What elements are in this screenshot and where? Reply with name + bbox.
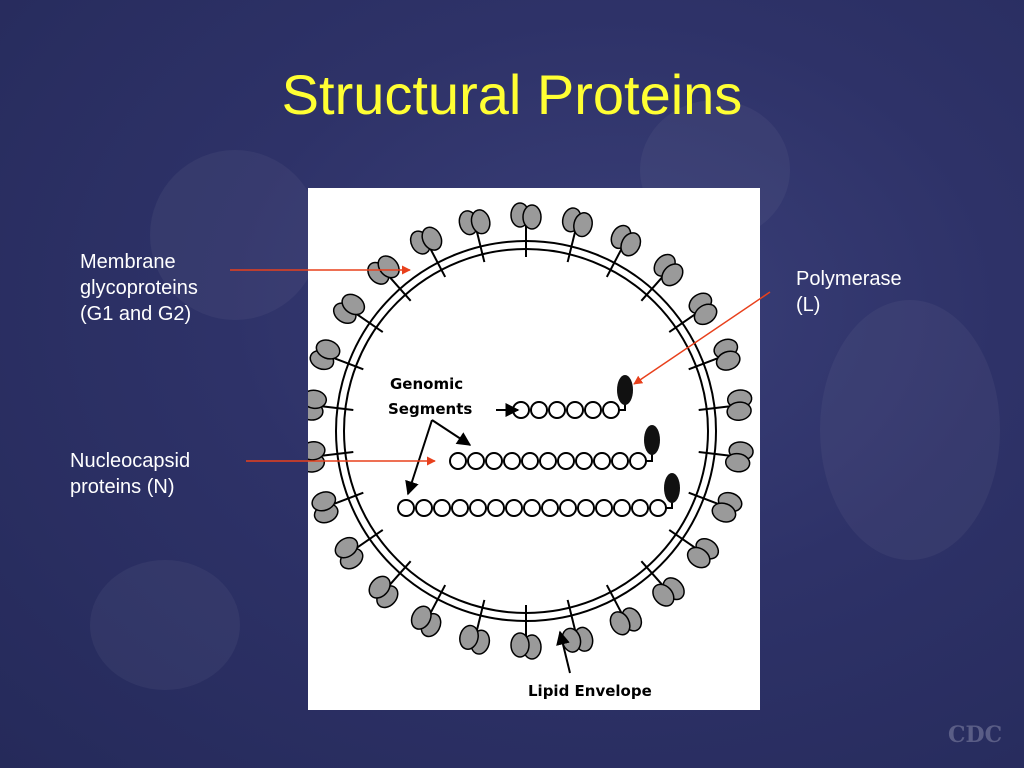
nucleocapsid-bead xyxy=(541,499,559,517)
glycoprotein-spike xyxy=(367,255,412,302)
glycoprotein-spike xyxy=(332,293,384,333)
membrane-label-line-3: (G1 and G2) xyxy=(80,303,192,325)
glycoprotein-spike xyxy=(640,560,685,607)
nucleocapsid-bead xyxy=(584,401,602,419)
nucleocapsid-bead xyxy=(631,499,649,517)
nucleocapsid-bead xyxy=(449,452,467,470)
polymerase-label: Polymerase (L) xyxy=(796,266,902,318)
nucleocapsid-bead xyxy=(649,499,667,517)
nucleocapsid-bead xyxy=(469,499,487,517)
nucleocapsid-bead xyxy=(503,452,521,470)
nucleocapsid-bead xyxy=(415,499,433,517)
nucleocapsid-bead xyxy=(602,401,620,419)
glycoprotein-spike xyxy=(698,389,753,421)
glycoprotein-spike xyxy=(510,605,542,660)
glycoprotein-spike xyxy=(410,584,447,638)
nucleocapsid-bead xyxy=(559,499,577,517)
background-virion-1 xyxy=(150,150,320,320)
glycoprotein-spike xyxy=(561,207,593,263)
glycoprotein-spike xyxy=(311,491,364,524)
genomic-arrow-2 xyxy=(431,419,472,446)
lipid-envelope-arrow xyxy=(556,630,571,674)
genomic-arrow-3 xyxy=(405,419,433,496)
background-virion-4 xyxy=(90,560,240,690)
nucleocapsid-bead xyxy=(397,499,415,517)
glycoprotein-spike xyxy=(668,529,720,569)
glycoprotein-spike xyxy=(561,599,594,653)
nucleocapsid-bead xyxy=(485,452,503,470)
lipid-envelope-outer xyxy=(335,240,717,622)
membrane-glycoproteins-label: Membrane glycoproteins (G1 and G2) xyxy=(80,249,198,327)
background-virion-3 xyxy=(820,300,1000,560)
nucleocapsid-bead xyxy=(629,452,647,470)
nucleocapsid-bead xyxy=(433,499,451,517)
nucleocapsid-proteins-label: Nucleocapsid proteins (N) xyxy=(70,448,190,500)
nucleocapsid-bead xyxy=(595,499,613,517)
nucleocapsid-bead xyxy=(451,499,469,517)
glycoprotein-spike xyxy=(605,224,642,278)
cdc-watermark: CDC xyxy=(948,722,1003,748)
glycoprotein-spike xyxy=(308,389,354,421)
virus-diagram: Genomic Segments Lipid Envelope xyxy=(308,202,754,700)
nucleocapsid-bead xyxy=(611,452,629,470)
nucleocapsid-bead xyxy=(593,452,611,470)
polymerase-label-line-2: (L) xyxy=(796,294,821,316)
membrane-label-line-2: glycoproteins xyxy=(80,277,198,299)
lipid-envelope-text: Lipid Envelope xyxy=(528,682,652,700)
glycoprotein-spike xyxy=(688,491,743,523)
genomic-text-line-2: Segments xyxy=(388,400,472,418)
polymerase-label-line-1: Polymerase xyxy=(796,268,902,290)
glycoprotein-spike xyxy=(605,584,643,636)
slide-title: Structural Proteins xyxy=(281,63,743,126)
nucleocapsid-bead xyxy=(523,499,541,517)
polymerase-l xyxy=(644,425,660,455)
genomic-segments xyxy=(397,375,680,517)
glycoprotein-spike xyxy=(510,202,542,257)
nucleocapsid-bead xyxy=(487,499,505,517)
nucleocapsid-label-line-1: Nucleocapsid xyxy=(70,450,191,472)
nucleocapsid-bead xyxy=(613,499,631,517)
nucleocapsid-bead xyxy=(521,452,539,470)
glycoprotein-spikes xyxy=(308,202,754,660)
glycoprotein-spike xyxy=(409,226,447,278)
glycoprotein-spike xyxy=(698,441,754,473)
genomic-text-line-1: Genomic xyxy=(390,375,463,393)
nucleocapsid-bead xyxy=(539,452,557,470)
glycoprotein-spike xyxy=(458,209,491,263)
glycoprotein-spike xyxy=(309,339,364,371)
nucleocapsid-bead xyxy=(548,401,566,419)
nucleocapsid-bead xyxy=(575,452,593,470)
glycoprotein-spike xyxy=(640,253,684,302)
glycoprotein-spike xyxy=(368,560,412,609)
nucleocapsid-bead xyxy=(530,401,548,419)
glycoprotein-spike xyxy=(334,529,384,570)
nucleocapsid-bead xyxy=(505,499,523,517)
glycoprotein-spike xyxy=(459,599,491,655)
nucleocapsid-label-line-2: proteins (N) xyxy=(70,476,175,498)
nucleocapsid-bead xyxy=(467,452,485,470)
nucleocapsid-bead xyxy=(577,499,595,517)
virus-diagram-panel: Genomic Segments Lipid Envelope xyxy=(308,188,760,710)
nucleocapsid-bead xyxy=(557,452,575,470)
membrane-label-line-1: Membrane xyxy=(80,251,176,273)
polymerase-l xyxy=(617,375,633,405)
polymerase-l xyxy=(664,473,680,503)
nucleocapsid-bead xyxy=(566,401,584,419)
